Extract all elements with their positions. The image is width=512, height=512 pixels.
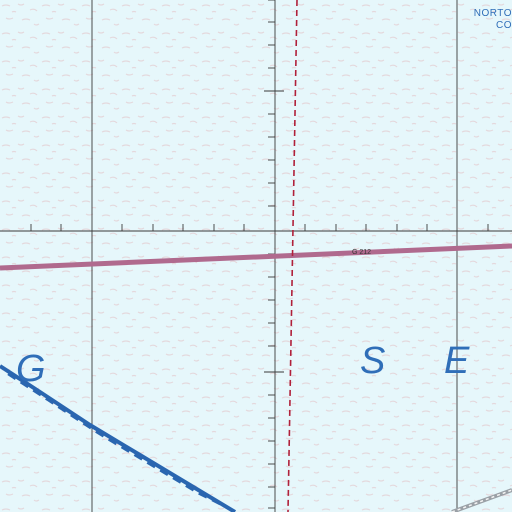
minor-road: [451, 488, 512, 512]
coastline: [0, 364, 237, 512]
grid-ticks-vertical: [264, 0, 284, 509]
region-letter-g: G: [16, 348, 46, 390]
admin-boundary: [287, 0, 298, 512]
road-ref-label: G 212: [352, 249, 372, 256]
main-road: [0, 243, 512, 271]
grid-ticks-horizontal: [30, 224, 489, 231]
corner-place-label-line1: NORTO: [473, 8, 512, 19]
corner-place-label-line2: CO: [496, 20, 512, 31]
region-letter-s: S: [360, 340, 386, 382]
region-letter-e: E: [444, 340, 470, 382]
